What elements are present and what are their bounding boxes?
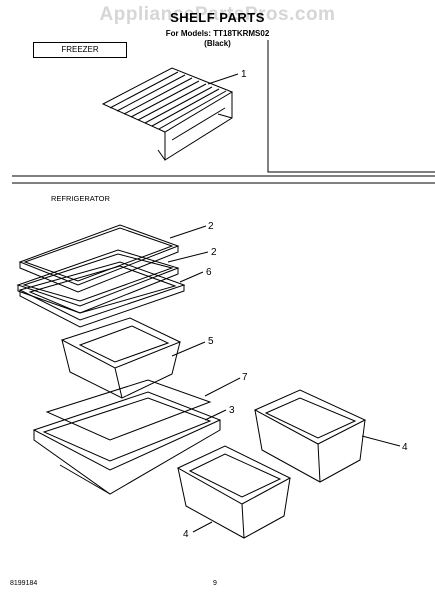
callout-label: 1 (241, 69, 247, 80)
glass-shelf-lower (16, 249, 180, 314)
callout-label: 5 (208, 336, 214, 347)
page-title: SHELF PARTS (170, 10, 265, 25)
crisper-cover-glass (45, 379, 212, 441)
leader-line (179, 271, 204, 283)
freezer-wire-shelf (101, 67, 234, 161)
document-number: 8199184 (10, 580, 38, 587)
color-line: (Black) (204, 39, 231, 48)
crisper-drawer-right (253, 389, 367, 483)
callout-numbers: 1 2 2 6 5 7 3 4 4 (183, 69, 408, 540)
crisper-cover-frame (32, 391, 222, 495)
leader-line (361, 435, 401, 447)
model-line: For Models: TT18TKRMS02 (165, 29, 270, 38)
callout-label: 4 (183, 529, 189, 540)
callout-label: 7 (242, 372, 248, 383)
leader-line (204, 409, 227, 421)
leader-line (192, 521, 213, 533)
callout-label: 3 (229, 405, 235, 416)
model-info: For Models: TT18TKRMS02 (Black) (0, 29, 435, 49)
leader-line (167, 251, 209, 263)
leader-line (204, 377, 241, 397)
callout-label: 6 (206, 267, 212, 278)
callout-label: 4 (402, 442, 408, 453)
leader-line (207, 73, 239, 85)
glass-shelf-upper (18, 224, 180, 293)
leader-line (171, 341, 206, 357)
crisper-drawer-left (176, 445, 292, 539)
page-number: 9 (213, 580, 217, 587)
freezer-section-label: FREEZER (33, 42, 127, 58)
shelf-frame (18, 261, 186, 328)
small-crisper-drawer (60, 317, 182, 399)
watermark-text: AppliancePartsPros.com (99, 4, 336, 25)
callout-label: 2 (211, 247, 217, 258)
section-divider (267, 40, 435, 173)
leader-line (169, 225, 207, 239)
refrigerator-section-label: REFRIGERATOR (51, 194, 110, 203)
callout-label: 2 (208, 221, 214, 232)
